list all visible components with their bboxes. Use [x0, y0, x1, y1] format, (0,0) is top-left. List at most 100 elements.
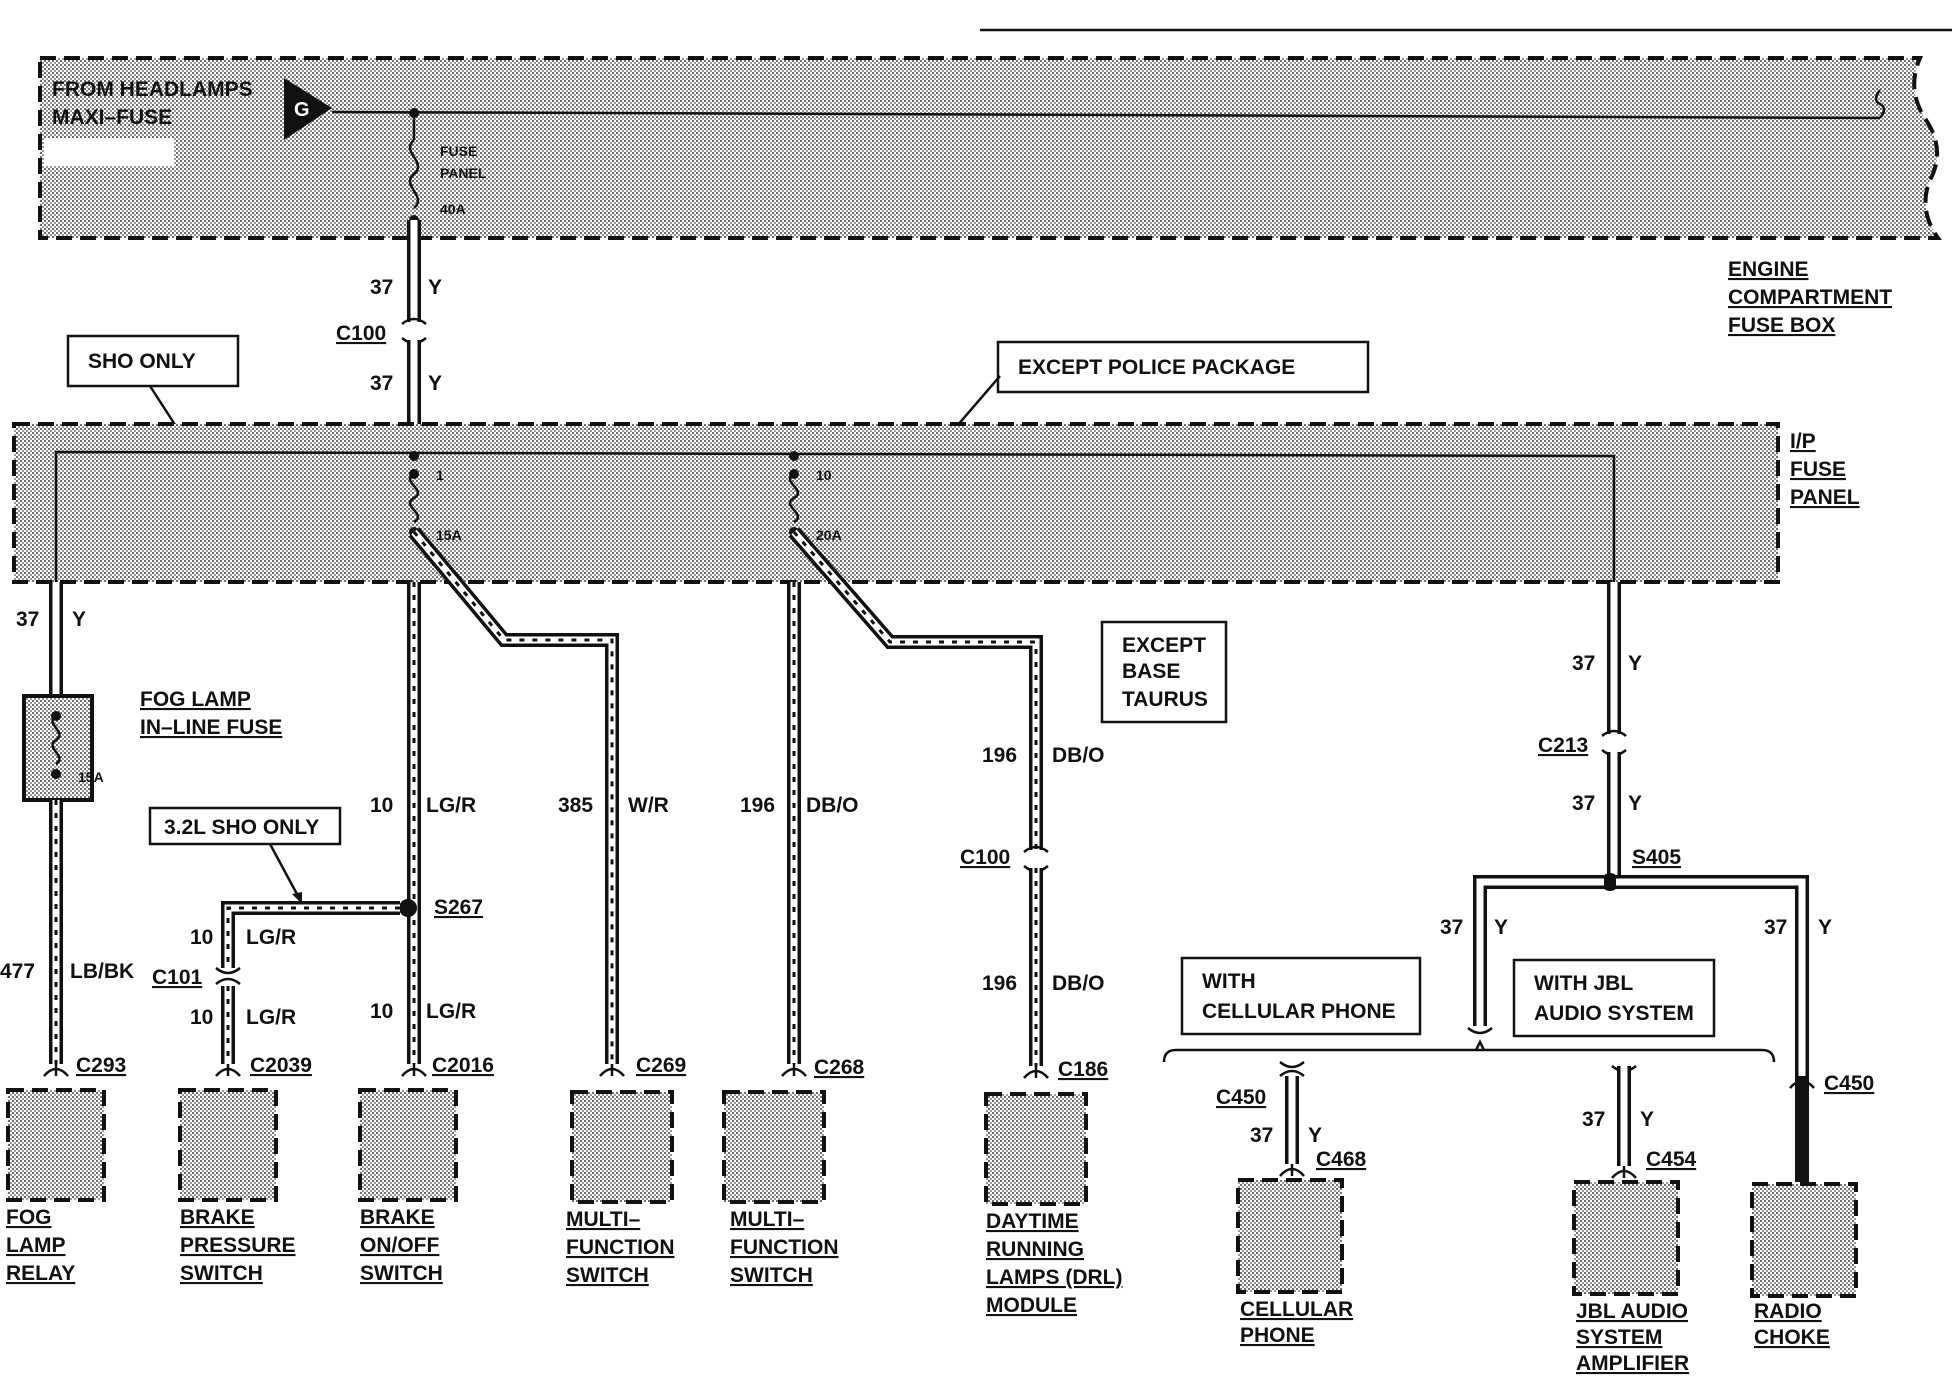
fog-fuse-rating: 15A: [78, 769, 104, 785]
splice-s267-icon: [399, 899, 417, 917]
connector-c100-icon: [401, 317, 427, 345]
except-base-callout: [1100, 620, 1228, 724]
cell-connector-c468: C468: [1316, 1148, 1367, 1171]
rb-right-color: Y: [1818, 916, 1832, 939]
choke-label-1: RADIO: [1754, 1300, 1822, 1323]
fuse-panel-label-1: FUSE: [440, 143, 477, 159]
from-headlamps-label: FROM HEADLAMPS: [52, 78, 253, 101]
cell-connector-c450: C450: [1216, 1086, 1266, 1109]
bps-connector-c101: C101: [152, 966, 203, 989]
mfs2-color: DB/O: [806, 794, 859, 817]
bos-lower-circuit: 10: [370, 1000, 393, 1023]
connector-c101-icon: [215, 967, 241, 985]
fog-relay-label-1: FOG: [6, 1206, 52, 1229]
feed-upper-color: Y: [428, 276, 442, 299]
mfs1-label-2: FUNCTION: [566, 1236, 675, 1259]
fog-relay-label-3: RELAY: [6, 1262, 75, 1285]
feed-upper-circuit: 37: [370, 276, 393, 299]
bps-connector: C2039: [250, 1054, 312, 1077]
maxi-fuse-label: MAXI–FUSE: [52, 106, 172, 129]
bps-upper-circuit: 10: [190, 926, 213, 949]
drl-upper-circuit: 196: [982, 744, 1017, 767]
mfs2-label-3: SWITCH: [730, 1264, 813, 1287]
engine-box-title-3: FUSE BOX: [1728, 314, 1835, 337]
drl-label-2: RUNNING: [986, 1238, 1084, 1261]
connector-c100-drl-icon: [1023, 845, 1049, 873]
ip-fuse-panel: [12, 422, 1780, 584]
drl-label-1: DAYTIME: [986, 1210, 1079, 1233]
rb-right-circuit: 37: [1764, 916, 1787, 939]
jbl-callout-text-2: AUDIO SYSTEM: [1534, 1002, 1694, 1025]
except-police-text: EXCEPT POLICE PACKAGE: [1018, 356, 1295, 379]
except-base-text-1: EXCEPT: [1122, 634, 1206, 657]
drl-module-box: [984, 1092, 1088, 1206]
fuse-1-number: 1: [436, 467, 444, 483]
rb-upper-color: Y: [1628, 652, 1642, 675]
fog-circuit: 37: [16, 608, 39, 631]
connector-c450-cell-icon: [1279, 1061, 1305, 1077]
brake-pressure-switch-box: [178, 1088, 278, 1202]
mfs1-label-3: SWITCH: [566, 1264, 649, 1287]
component-boxes: [6, 1088, 1858, 1298]
fog-color: Y: [72, 608, 86, 631]
bos-label-2: ON/OFF: [360, 1234, 439, 1257]
bps-label-3: SWITCH: [180, 1262, 263, 1285]
bos-upper-circuit: 10: [370, 794, 393, 817]
mfs1-branch: [408, 527, 625, 1077]
cellular-callout-text-1: WITH: [1202, 970, 1256, 993]
brake-onoff-switch-box: [358, 1088, 458, 1202]
cellular-callout-text-2: CELLULAR PHONE: [1202, 1000, 1396, 1023]
engine-box-title-2: COMPARTMENT: [1728, 286, 1892, 309]
jbl-callout-text-1: WITH JBL: [1534, 972, 1633, 995]
jbl-color: Y: [1640, 1108, 1654, 1131]
bos-label-1: BRAKE: [360, 1206, 435, 1229]
except-police-callout: [996, 340, 1370, 394]
mfs2-label-1: MULTI–: [730, 1208, 805, 1231]
jbl-label-1: JBL AUDIO: [1576, 1300, 1688, 1323]
fuse-40a-icon: [408, 139, 420, 209]
fog-out-color: LB/BK: [70, 960, 134, 983]
rb-left-color: Y: [1494, 916, 1508, 939]
mfs1-label-1: MULTI–: [566, 1208, 641, 1231]
choke-connector: C450: [1824, 1072, 1874, 1095]
rb-left-circuit: 37: [1440, 916, 1463, 939]
multifunction-switch-1-box: [570, 1090, 674, 1204]
mfs1-connector: C269: [636, 1054, 686, 1077]
feed-lower-color: Y: [428, 372, 442, 395]
splice-s405-icon: [1601, 873, 1619, 891]
drl-branch: [788, 527, 1049, 1079]
fog-lamp-relay-box: [6, 1088, 106, 1202]
connector-g-label: G: [294, 99, 310, 121]
fog-fuse-title-1: FOG LAMP: [140, 688, 251, 711]
fog-relay-label-2: LAMP: [6, 1234, 66, 1257]
headlamp-feed-wire: [331, 110, 1881, 120]
drl-connector-c100: C100: [960, 846, 1010, 869]
cell-label-1: CELLULAR: [1240, 1298, 1353, 1321]
fuse-1-icon: [408, 472, 420, 524]
connector-g-icon: [284, 78, 332, 140]
bps-label-2: PRESSURE: [180, 1234, 296, 1257]
rb-lower-circuit: 37: [1572, 792, 1595, 815]
ip-panel-title-3: PANEL: [1790, 486, 1860, 509]
fog-out-circuit: 477: [0, 960, 35, 983]
rb-upper-circuit: 37: [1572, 652, 1595, 675]
fog-lamp-branch: [22, 582, 94, 1077]
cell-circuit: 37: [1250, 1124, 1273, 1147]
rb-connector-c213: C213: [1538, 734, 1588, 757]
drl-connector: C186: [1058, 1058, 1108, 1081]
engine-box-title-1: ENGINE: [1728, 258, 1809, 281]
fuse-10-number: 10: [816, 467, 832, 483]
mfs2-label-2: FUNCTION: [730, 1236, 839, 1259]
drl-lower-color: DB/O: [1052, 972, 1105, 995]
right-branch: [1162, 582, 1815, 1182]
engine-compartment-fuse-box: FROM HEADLAMPS MAXI–FUSE G FUSE PANEL 40…: [38, 56, 1942, 240]
label-blank-patch: [44, 138, 174, 166]
bps-lower-color: LG/R: [246, 1006, 296, 1029]
fuse-40a-rating: 40A: [440, 201, 466, 217]
bps-lower-circuit: 10: [190, 1006, 213, 1029]
cell-label-2: PHONE: [1240, 1324, 1315, 1347]
ip-panel-title-1: I/P: [1790, 430, 1816, 453]
bos-lower-color: LG/R: [426, 1000, 476, 1023]
choke-label-2: CHOKE: [1754, 1326, 1830, 1349]
